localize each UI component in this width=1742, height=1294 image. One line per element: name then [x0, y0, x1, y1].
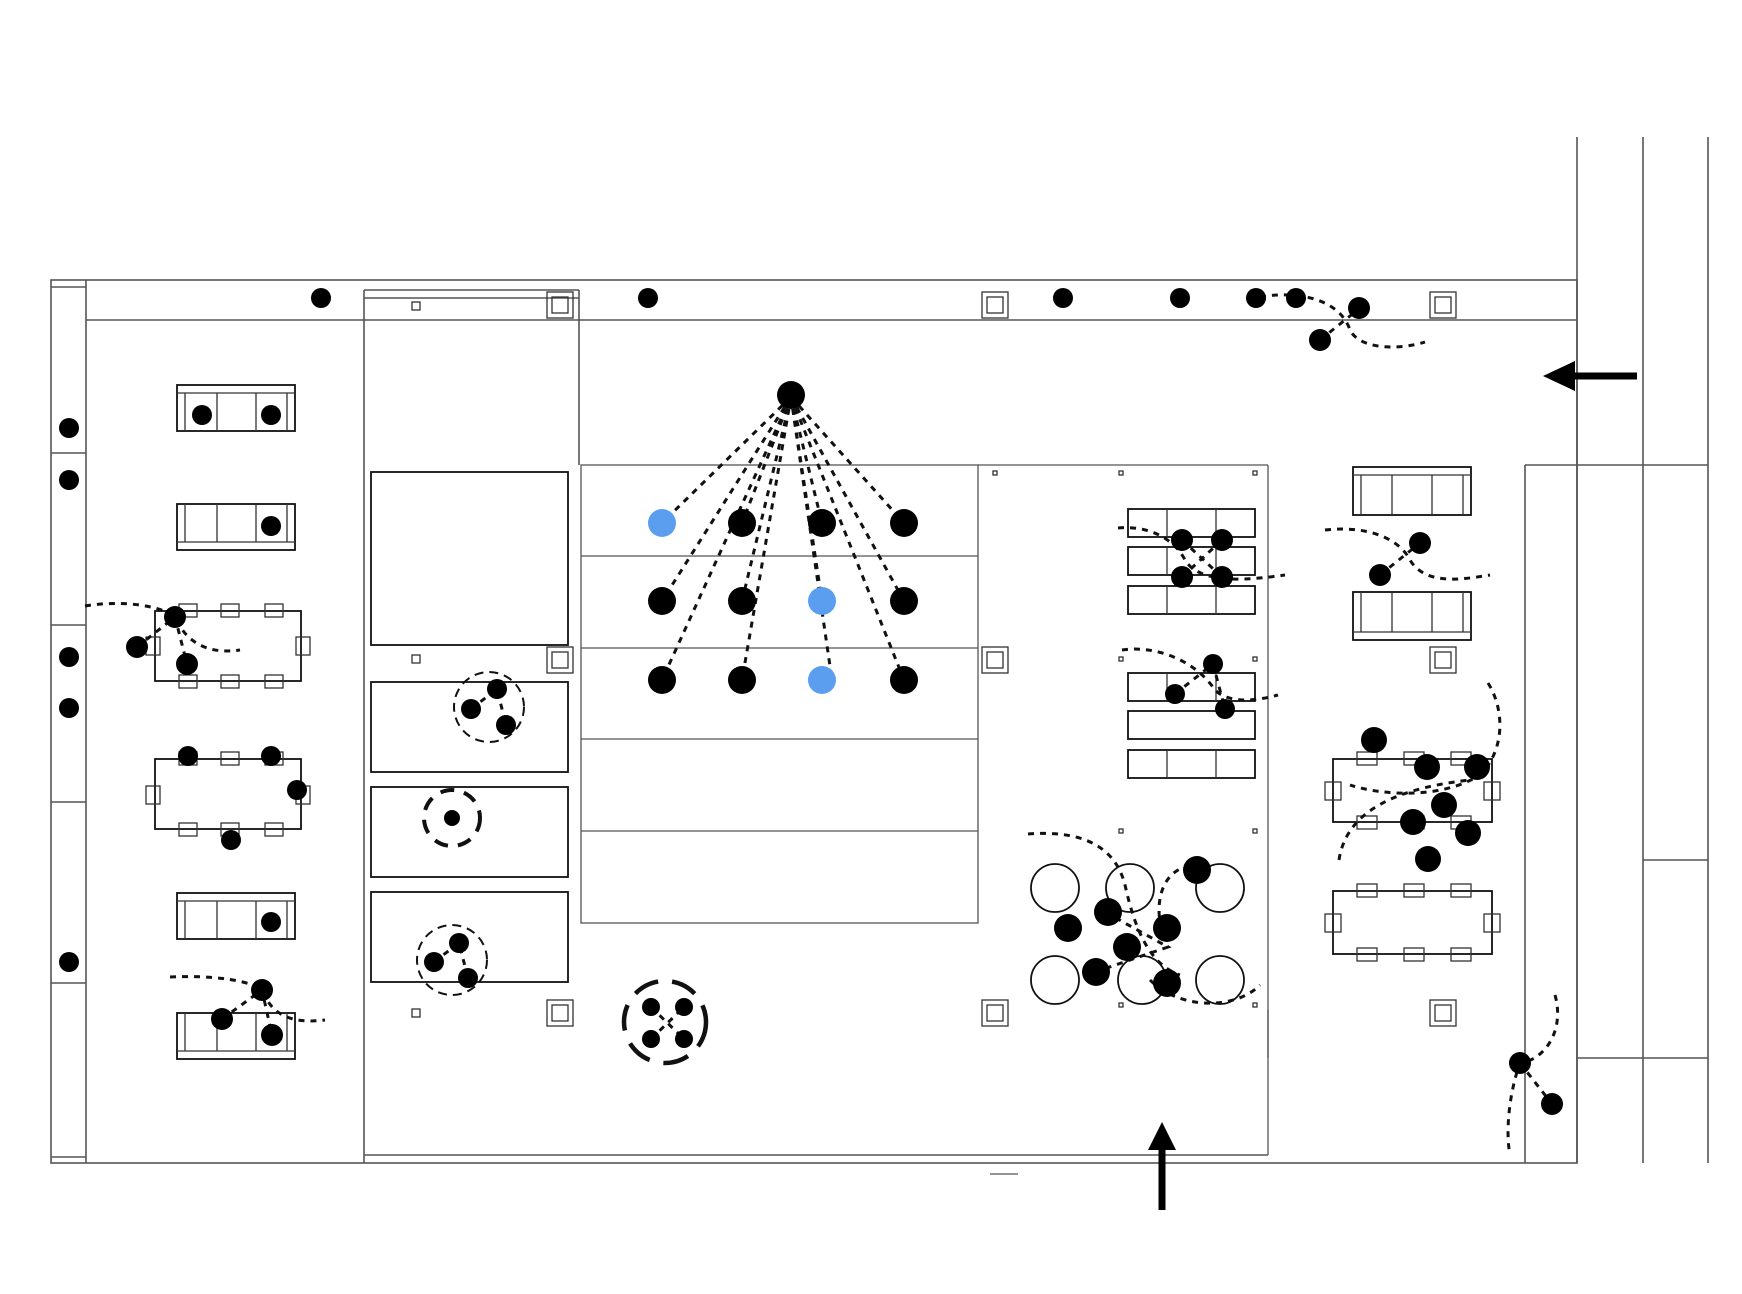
person-marker: [1054, 914, 1082, 942]
person-marker: [1170, 288, 1190, 308]
arrow-left-icon: [1543, 361, 1637, 391]
meeting-table: [145, 751, 311, 837]
people: [59, 288, 1563, 1115]
meeting-table: [1324, 883, 1501, 962]
person-marker: [1211, 529, 1233, 551]
person-marker: [458, 968, 478, 988]
person-marker: [1215, 699, 1235, 719]
person-marker: [1409, 532, 1431, 554]
person-marker: [1203, 654, 1223, 674]
building-walls: [50, 137, 1709, 1175]
person-marker: [59, 470, 79, 490]
person-marker: [1246, 288, 1266, 308]
highlighted-person-marker: [808, 587, 836, 615]
bench-desk: [1127, 508, 1256, 615]
person-marker: [1171, 529, 1193, 551]
person-marker: [221, 830, 241, 850]
person-marker: [287, 780, 307, 800]
person-marker: [449, 933, 469, 953]
pods: [370, 471, 569, 983]
person-marker: [1431, 792, 1457, 818]
fan-out-connections: [660, 395, 906, 681]
person-marker: [890, 587, 918, 615]
person-marker: [461, 699, 481, 719]
person-marker: [192, 405, 212, 425]
person-marker: [1153, 969, 1181, 997]
person-marker: [1286, 288, 1306, 308]
right-sofas: [1352, 466, 1472, 641]
person-marker: [1348, 297, 1370, 319]
person-marker: [890, 666, 918, 694]
person-marker: [638, 288, 658, 308]
person-marker: [1400, 809, 1426, 835]
person-marker: [1082, 958, 1110, 986]
person-marker: [808, 509, 836, 537]
person-marker: [126, 636, 148, 658]
person-marker: [251, 979, 273, 1001]
person-marker: [261, 405, 281, 425]
person-marker: [648, 666, 676, 694]
person-marker: [1369, 564, 1391, 586]
round-tables: [1030, 863, 1245, 1005]
person-marker: [728, 509, 756, 537]
person-marker: [424, 952, 444, 972]
person-marker: [1153, 914, 1181, 942]
sofa: [1352, 591, 1472, 641]
person-marker: [164, 606, 186, 628]
pod: [370, 681, 569, 773]
person-marker: [642, 1030, 660, 1048]
person-marker: [1541, 1093, 1563, 1115]
person-marker: [59, 952, 79, 972]
person-marker: [178, 746, 198, 766]
sofa: [1352, 466, 1472, 516]
person-marker: [59, 647, 79, 667]
pod-large: [370, 471, 569, 646]
person-marker: [487, 679, 507, 699]
arrow-up-icon: [1148, 1122, 1176, 1210]
person-marker: [1464, 754, 1490, 780]
person-marker: [890, 509, 918, 537]
highlighted-person-marker: [648, 509, 676, 537]
person-marker: [261, 912, 281, 932]
walking-paths: [84, 293, 1560, 1156]
right-meeting-tables: [1324, 751, 1501, 962]
person-marker: [642, 998, 660, 1016]
person-marker: [1455, 820, 1481, 846]
columns: [411, 291, 1457, 1027]
person-marker: [261, 746, 281, 766]
person-marker: [648, 587, 676, 615]
person-marker: [1171, 566, 1193, 588]
person-marker: [675, 998, 693, 1016]
person-marker: [1415, 846, 1441, 872]
pod: [370, 786, 569, 878]
person-marker: [675, 1030, 693, 1048]
person-marker: [211, 1008, 233, 1030]
person-marker: [1053, 288, 1073, 308]
person-marker: [496, 715, 516, 735]
highlighted-person-marker: [808, 666, 836, 694]
person-marker: [59, 698, 79, 718]
person-marker: [1309, 329, 1331, 351]
person-marker: [1113, 933, 1141, 961]
person-marker: [1165, 684, 1185, 704]
person-marker: [728, 587, 756, 615]
bench-desk: [1127, 672, 1256, 779]
person-marker: [1211, 566, 1233, 588]
person-marker: [311, 288, 331, 308]
person-marker: [1361, 727, 1387, 753]
person-marker: [728, 666, 756, 694]
presenter-marker: [777, 381, 805, 409]
person-marker: [444, 810, 460, 826]
person-marker: [261, 516, 281, 536]
person-marker: [1094, 898, 1122, 926]
left-sofas: [176, 384, 296, 1060]
person-marker: [59, 418, 79, 438]
person-marker: [1509, 1052, 1531, 1074]
person-marker: [176, 653, 198, 675]
person-marker: [261, 1024, 283, 1046]
left-meeting-tables: [145, 603, 311, 837]
person-marker: [1183, 856, 1211, 884]
person-marker: [1414, 754, 1440, 780]
